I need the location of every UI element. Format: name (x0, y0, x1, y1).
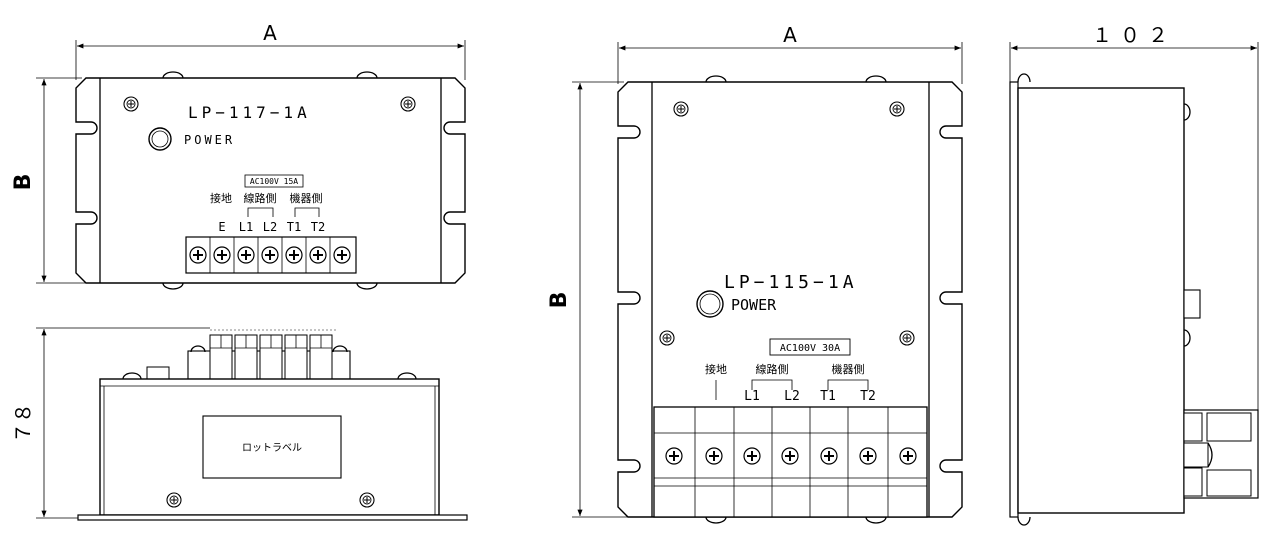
terminal-screw-icon (665, 447, 683, 465)
lp117-terminal-block (185, 236, 357, 274)
tab-top-right (356, 71, 378, 79)
terminal-screw-icon (899, 447, 917, 465)
lp115-rating: AC100V 30A (780, 343, 840, 354)
lp115-line-side-label: 線路側 (756, 362, 789, 376)
terminal-screw-icon (859, 447, 877, 465)
screw-icon (400, 96, 416, 112)
lot-label-box (202, 415, 342, 479)
lp117-line-side-label: 線路側 (244, 191, 277, 205)
lp117-power-label: POWER (184, 133, 235, 147)
screw-icon (123, 96, 139, 112)
terminal-screw-icon (213, 246, 231, 264)
bracket-equip-side (827, 379, 869, 390)
terminal-label: T1 (820, 389, 836, 404)
screw-icon (899, 330, 915, 346)
lp117-rating: AC100V 15A (250, 177, 298, 186)
lp117-front-view: ７８ (11, 327, 468, 521)
terminal-label: L1 (239, 220, 253, 234)
lot-label-text: ロットラベル (242, 442, 302, 454)
side-base-plate (1009, 81, 1019, 518)
dim-b-label: B (11, 174, 36, 191)
terminal-screw-icon (309, 246, 327, 264)
dim-78-label: ７８ (11, 403, 35, 443)
terminal-screw-icon (237, 246, 255, 264)
tab-bottom-right (356, 282, 378, 290)
terminal-screw-icon (781, 447, 799, 465)
terminal-screw-icon (261, 246, 279, 264)
lp115-rating-box (769, 338, 851, 356)
terminal-label: T2 (311, 220, 325, 234)
lp117-ground-label: 接地 (210, 192, 232, 205)
bracket-line-side (247, 207, 274, 217)
lp115-ground-label: 接地 (705, 363, 727, 376)
terminal-label: T1 (287, 220, 301, 234)
tab-top-left (162, 71, 184, 79)
dim-102-label: １０２ (1092, 23, 1176, 47)
terminal-label: L2 (784, 389, 800, 404)
lp117-base-flange (77, 514, 468, 521)
lp117-front-terminals (187, 334, 351, 380)
screw-icon (659, 330, 675, 346)
dim-a2-label: A (783, 23, 797, 47)
screw-icon (673, 101, 689, 117)
side-body (1017, 87, 1185, 514)
bracket-equip-side (294, 207, 320, 217)
terminal-screw-icon (285, 246, 303, 264)
terminal-screw-icon (820, 447, 838, 465)
terminal-label: T2 (860, 389, 876, 404)
bracket-line-side (751, 379, 793, 390)
power-lamp-icon (696, 290, 724, 318)
screw-icon (889, 101, 905, 117)
terminal-screw-icon (705, 447, 723, 465)
terminal-label: L1 (744, 389, 760, 404)
side-power-lamp (1183, 289, 1201, 319)
lp115-power-label: POWER (731, 296, 777, 314)
lp117-equip-side-label: 機器側 (290, 191, 323, 205)
terminal-screw-icon (189, 246, 207, 264)
terminal-label: E (218, 220, 225, 234)
terminal-label: L2 (263, 220, 277, 234)
dim-b2-label: B (547, 292, 572, 309)
lp115-equip-side-label: 機器側 (832, 362, 865, 376)
tab-bottom-left (162, 282, 184, 290)
screw-icon (359, 492, 375, 508)
lp117-top-view: A B LP−117−1A POWER AC100V 15A 接地 線路側 機器… (11, 21, 466, 290)
lp115-model: LP−115−1A (724, 272, 858, 293)
terminal-screw-icon (743, 447, 761, 465)
dim-a-label: A (263, 21, 277, 45)
lp115-top-view: A B LP−115−1A POWER AC100V 30A 接地 線路側 機器… (547, 23, 963, 524)
terminal-screw-icon (333, 246, 351, 264)
screw-icon (166, 492, 182, 508)
lp115-side-view: １０２ (1009, 23, 1259, 526)
lp117-rating-box (244, 174, 304, 188)
side-terminal-block (1183, 409, 1259, 499)
lp117-model: LP−117−1A (188, 103, 311, 122)
lp115-terminal-block (653, 406, 928, 518)
